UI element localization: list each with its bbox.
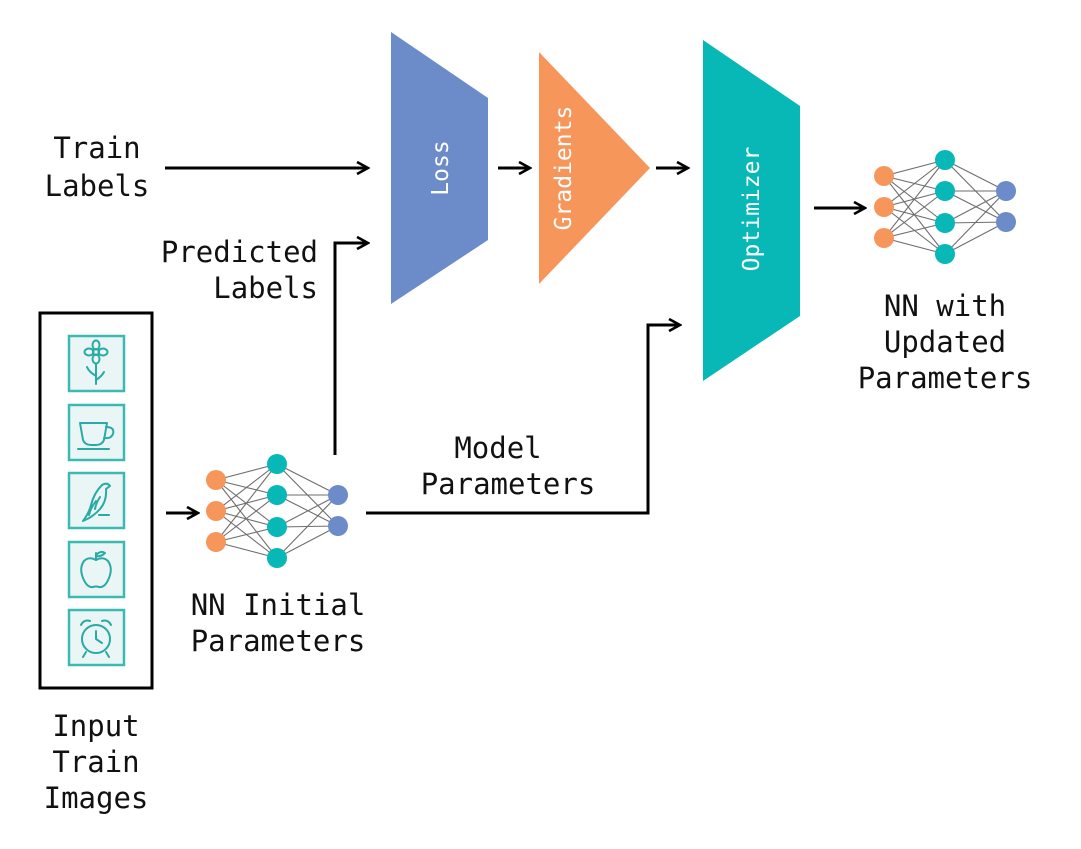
hidden-node [935, 181, 955, 201]
model-parameters-arrow [366, 325, 680, 515]
nn-updated-line-3: Parameters [858, 361, 1033, 395]
optimizer-label: Optimizer [739, 147, 765, 272]
input-images-line-2: Train [52, 745, 139, 779]
hidden-node [267, 517, 287, 537]
output-node [328, 485, 348, 505]
model-parameters-line-2: Parameters [421, 467, 596, 501]
model-parameters-line-1: Model [454, 431, 541, 465]
network-edge [215, 541, 278, 559]
nn-updated-line-2: Updated [884, 325, 1006, 359]
network-edge [883, 159, 946, 177]
hidden-node [267, 454, 287, 474]
alarm-clock-icon [67, 608, 126, 667]
network-edge [883, 159, 946, 208]
network-edge [215, 494, 278, 543]
network-edge [883, 222, 946, 239]
network-edge [215, 463, 278, 512]
input-node [206, 470, 226, 490]
input-node [206, 532, 226, 552]
network-edge [883, 159, 946, 239]
network-edge [276, 525, 339, 559]
network-edge [944, 190, 1007, 224]
network-edge [215, 526, 278, 543]
network-edge [944, 190, 1007, 255]
gradients-label: Gradients [551, 106, 577, 231]
output-node [328, 516, 348, 536]
input-images-line-3: Images [44, 781, 149, 815]
input-node [874, 228, 894, 248]
nn-updated-line-1: NN with [884, 289, 1006, 323]
network-edge [276, 494, 339, 559]
train-labels-line-1: Train [53, 131, 140, 165]
predicted-labels-line-2: Labels [213, 271, 318, 305]
network-edge [215, 463, 278, 543]
input-node [206, 501, 226, 521]
loss-shape [391, 32, 488, 304]
network-edge [276, 463, 339, 496]
hidden-node [267, 485, 287, 505]
nn-initial-line-2: Parameters [191, 624, 366, 658]
hidden-node [935, 244, 955, 264]
loss-label: Loss [428, 140, 454, 195]
network-edge [883, 237, 946, 255]
network-edge [215, 463, 278, 481]
input-node [874, 197, 894, 217]
input-node [874, 166, 894, 186]
hidden-node [935, 150, 955, 170]
network-edge [883, 190, 946, 239]
nn-initial-line-1: NN Initial [191, 588, 366, 622]
optimizer-shape [703, 40, 800, 381]
predicted-labels-line-1: Predicted [161, 235, 318, 269]
network-edge [944, 159, 1007, 192]
hidden-node [935, 213, 955, 233]
input-images-line-1: Input [52, 709, 139, 743]
apple-icon [67, 540, 126, 599]
output-node [996, 181, 1016, 201]
hidden-node [267, 548, 287, 568]
train-labels-line-2: Labels [45, 169, 150, 203]
network-edge [276, 494, 339, 528]
bird-icon [67, 471, 126, 530]
cup-icon [67, 403, 126, 462]
output-node [996, 212, 1016, 232]
nn-updated-network [874, 150, 1016, 264]
nn-initial-network [206, 454, 348, 568]
predicted-labels-arrow [333, 243, 368, 455]
network-edge [944, 221, 1007, 255]
flower-icon [67, 334, 126, 393]
gradients-shape [539, 52, 650, 284]
